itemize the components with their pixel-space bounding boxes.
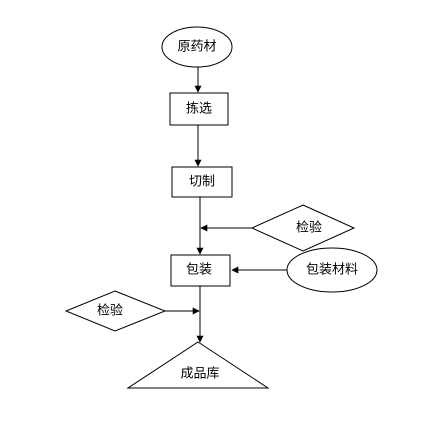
node-packaging-material: 包装材料 — [286, 247, 378, 293]
sorting-box — [169, 92, 229, 126]
cutting-label: 切制 — [189, 175, 215, 190]
finished-goods-triangle — [126, 341, 270, 389]
node-sorting: 拣选 — [169, 92, 229, 126]
raw-material-ellipse — [161, 26, 233, 68]
cutting-box — [171, 166, 233, 198]
finished-goods-label: 成品库 — [180, 366, 219, 382]
inspection-1-label: 检验 — [296, 220, 322, 236]
node-inspection-1: 检验 — [250, 204, 356, 252]
packaging-box — [170, 254, 231, 287]
raw-material-label: 原药材 — [177, 40, 216, 55]
packaging-label: 包装 — [186, 263, 212, 278]
inspection-1-diamond — [250, 204, 356, 252]
node-raw-material: 原药材 — [161, 26, 233, 68]
packaging-material-label: 包装材料 — [306, 263, 358, 278]
inspection-2-label: 检验 — [97, 303, 123, 319]
packaging-material-ellipse — [286, 247, 378, 293]
node-packaging: 包装 — [170, 254, 231, 287]
node-finished-goods: 成品库 — [126, 341, 270, 389]
inspection-2-diamond — [64, 290, 167, 332]
node-inspection-2: 检验 — [64, 290, 167, 332]
node-cutting: 切制 — [171, 166, 233, 198]
sorting-label: 拣选 — [186, 102, 212, 117]
